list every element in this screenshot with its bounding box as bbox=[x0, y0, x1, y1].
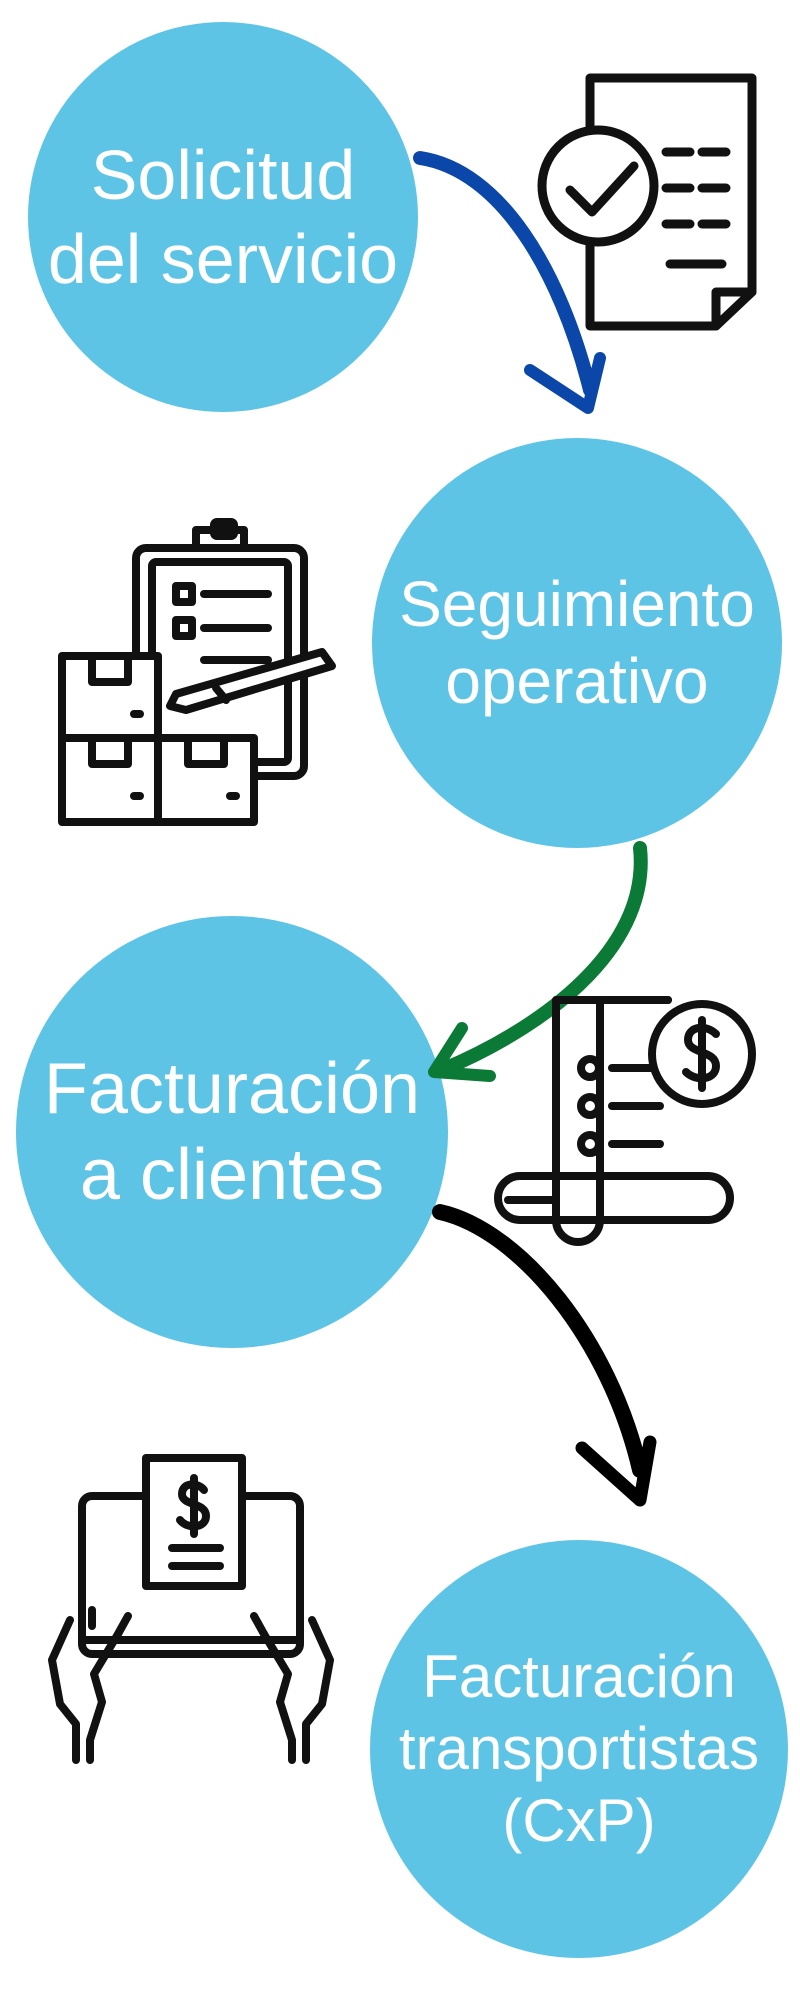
step-label-line: Seguimiento bbox=[399, 568, 755, 641]
arrow-shaft bbox=[413, 151, 597, 397]
arrow-shaft bbox=[435, 841, 648, 1077]
arrow-step3-to-step4 bbox=[432, 1204, 657, 1507]
step-circle-solicitud: Solicitud del servicio bbox=[28, 22, 418, 412]
step-circle-seguimiento: Seguimiento operativo bbox=[372, 438, 782, 848]
step-label-line: Solicitud bbox=[90, 136, 356, 214]
arrow-step2-to-step3 bbox=[428, 841, 648, 1082]
step-circle-facturacion-clientes: Facturación a clientes bbox=[16, 916, 448, 1348]
step-label-line: operativo bbox=[445, 645, 709, 717]
arrow-head bbox=[524, 352, 606, 414]
tablet-payment-icon bbox=[48, 1454, 334, 1764]
step-label-line: a clientes bbox=[79, 1135, 385, 1215]
checklist-document-icon bbox=[537, 73, 757, 331]
arrow-shaft bbox=[432, 1204, 648, 1478]
arrow-head bbox=[575, 1435, 657, 1507]
arrow-head bbox=[428, 1022, 496, 1082]
invoice-receipt-icon bbox=[494, 996, 756, 1246]
step-label-line: transportistas bbox=[398, 1715, 760, 1782]
arrow-step1-to-step2 bbox=[413, 151, 606, 414]
clipboard-boxes-icon bbox=[58, 518, 336, 826]
step-label-line: Facturación bbox=[43, 1048, 421, 1129]
step-circle-facturacion-transportistas: Facturación transportistas (CxP) bbox=[370, 1540, 788, 1958]
step-label-line: Facturación bbox=[422, 1643, 736, 1710]
step-label-line: (CxP) bbox=[502, 1787, 656, 1854]
step-label-line: del servicio bbox=[47, 220, 399, 298]
